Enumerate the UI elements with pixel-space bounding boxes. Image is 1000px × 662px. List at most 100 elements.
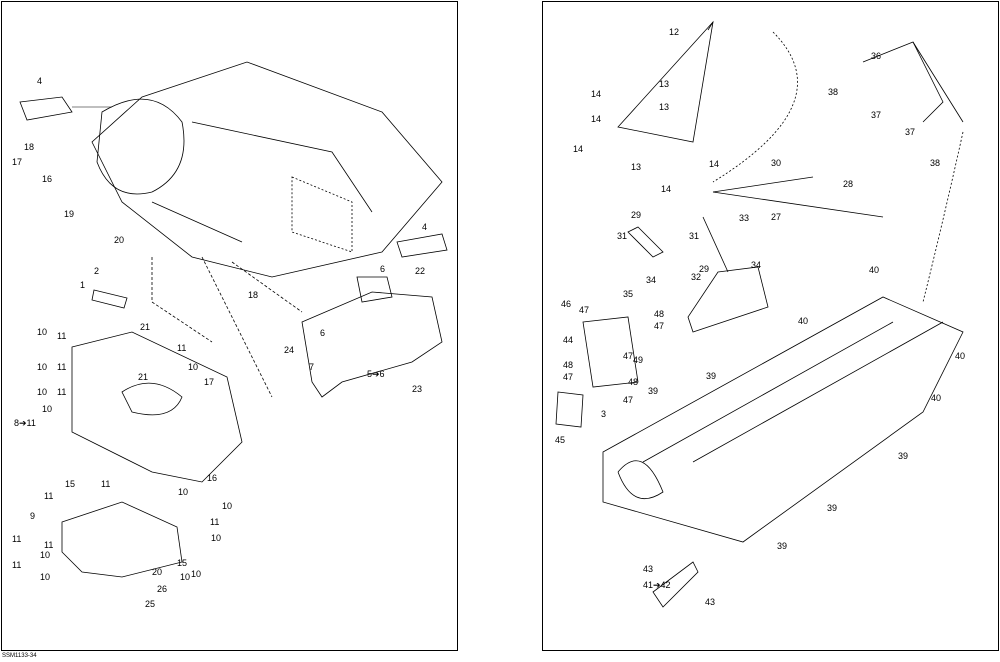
part-callout-label: 4 bbox=[37, 76, 42, 86]
part-callout-label: 2 bbox=[94, 266, 99, 276]
part-callout-label: 10 bbox=[37, 327, 47, 337]
part-callout-label: 39 bbox=[648, 386, 658, 396]
part-callout-label: 11 bbox=[57, 331, 66, 341]
part-callout-label: 13 bbox=[659, 79, 669, 89]
part-callout-label: 6 bbox=[380, 264, 385, 274]
part-callout-label: 6 bbox=[320, 328, 325, 338]
part-callout-label: 34 bbox=[751, 260, 761, 270]
part-callout-label: 39 bbox=[827, 503, 837, 513]
part-callout-label: 8➔11 bbox=[14, 418, 36, 428]
part-callout-label: 10 bbox=[40, 572, 50, 582]
part-callout-label: 11 bbox=[44, 491, 53, 501]
part-callout-label: 33 bbox=[739, 213, 749, 223]
part-callout-label: 10 bbox=[40, 550, 50, 560]
part-callout-label: 17 bbox=[12, 157, 22, 167]
part-callout-label: 45 bbox=[555, 435, 565, 445]
part-callout-label: 11 bbox=[12, 560, 21, 570]
part-callout-label: 24 bbox=[284, 345, 294, 355]
part-callout-label: 39 bbox=[706, 371, 716, 381]
part-callout-label: 44 bbox=[563, 335, 573, 345]
part-callout-label: 7 bbox=[309, 362, 314, 372]
part-callout-label: 11 bbox=[177, 343, 186, 353]
part-callout-label: 38 bbox=[828, 87, 838, 97]
part-callout-label: 22 bbox=[415, 266, 425, 276]
part-callout-label: 36 bbox=[871, 51, 881, 61]
part-callout-label: 39 bbox=[777, 541, 787, 551]
part-callout-label: 11 bbox=[12, 534, 21, 544]
part-callout-label: 20 bbox=[152, 567, 162, 577]
part-callout-label: 48 bbox=[628, 377, 638, 387]
part-callout-label: 14 bbox=[709, 159, 719, 169]
drawing-reference: SSM1133-34 bbox=[2, 653, 37, 659]
part-callout-label: 27 bbox=[771, 212, 781, 222]
part-callout-label: 14 bbox=[591, 114, 601, 124]
part-callout-label: 31 bbox=[617, 231, 627, 241]
part-callout-label: 10 bbox=[188, 362, 198, 372]
part-callout-label: 30 bbox=[771, 158, 781, 168]
part-callout-label: 13 bbox=[659, 102, 669, 112]
part-callout-label: 40 bbox=[931, 393, 941, 403]
part-callout-label: 29 bbox=[699, 264, 709, 274]
part-callout-label: 31 bbox=[689, 231, 699, 241]
part-callout-label: 43 bbox=[705, 597, 715, 607]
part-callout-label: 48 bbox=[563, 360, 573, 370]
part-callout-label: 11 bbox=[57, 362, 66, 372]
part-callout-label: 16 bbox=[207, 473, 217, 483]
part-callout-label: 40 bbox=[798, 316, 808, 326]
part-callout-label: 37 bbox=[905, 127, 915, 137]
part-callout-label: 48 bbox=[654, 309, 664, 319]
part-callout-label: 11 bbox=[44, 540, 53, 550]
part-callout-label: 15 bbox=[65, 479, 75, 489]
part-callout-label: 26 bbox=[157, 584, 167, 594]
part-callout-label: 10 bbox=[191, 569, 201, 579]
part-callout-label: 10 bbox=[211, 533, 221, 543]
part-callout-label: 47 bbox=[623, 395, 633, 405]
part-callout-label: 46 bbox=[561, 299, 571, 309]
part-callout-label: 15 bbox=[177, 558, 187, 568]
part-callout-label: 16 bbox=[42, 174, 52, 184]
part-callout-label: 47 bbox=[623, 351, 633, 361]
part-callout-label: 17 bbox=[204, 377, 214, 387]
part-callout-label: 32 bbox=[691, 272, 701, 282]
part-callout-label: 23 bbox=[412, 384, 422, 394]
part-callout-label: 21 bbox=[140, 322, 150, 332]
part-callout-label: 11 bbox=[210, 517, 219, 527]
part-callout-label: 11 bbox=[57, 387, 66, 397]
part-callout-label: 10 bbox=[222, 501, 232, 511]
part-callout-label: 19 bbox=[64, 209, 74, 219]
part-callout-label: 21 bbox=[138, 372, 148, 382]
part-callout-label: 29 bbox=[631, 210, 641, 220]
part-callout-label: 25 bbox=[145, 599, 155, 609]
part-callout-label: 10 bbox=[42, 404, 52, 414]
part-callout-label: 40 bbox=[869, 265, 879, 275]
part-callout-label: 18 bbox=[248, 290, 258, 300]
part-callout-label: 37 bbox=[871, 110, 881, 120]
part-callout-label: 10 bbox=[37, 387, 47, 397]
part-callout-label: 9 bbox=[30, 511, 35, 521]
part-callout-label: 13 bbox=[631, 162, 641, 172]
part-callout-label: 47 bbox=[563, 372, 573, 382]
part-callout-label: 4 bbox=[422, 222, 427, 232]
part-callout-label: 28 bbox=[843, 179, 853, 189]
part-callout-label: 18 bbox=[24, 142, 34, 152]
part-callout-label: 20 bbox=[114, 235, 124, 245]
part-callout-label: 39 bbox=[898, 451, 908, 461]
part-callout-label: 10 bbox=[180, 572, 190, 582]
part-callout-label: 47 bbox=[579, 305, 589, 315]
part-callout-label: 47 bbox=[654, 321, 664, 331]
part-callout-label: 38 bbox=[930, 158, 940, 168]
part-callout-label: 49 bbox=[633, 355, 643, 365]
part-callout-label: 3 bbox=[601, 409, 606, 419]
part-callout-label: 12 bbox=[669, 27, 679, 37]
part-callout-label: 14 bbox=[573, 144, 583, 154]
part-callout-label: 43 bbox=[643, 564, 653, 574]
part-callout-label: 14 bbox=[661, 184, 671, 194]
part-callout-label: 5➔6 bbox=[367, 369, 385, 379]
part-callout-label: 1 bbox=[80, 280, 85, 290]
part-callout-label: 41➔42 bbox=[643, 580, 671, 590]
part-callout-label: 40 bbox=[955, 351, 965, 361]
part-callout-label: 35 bbox=[623, 289, 633, 299]
